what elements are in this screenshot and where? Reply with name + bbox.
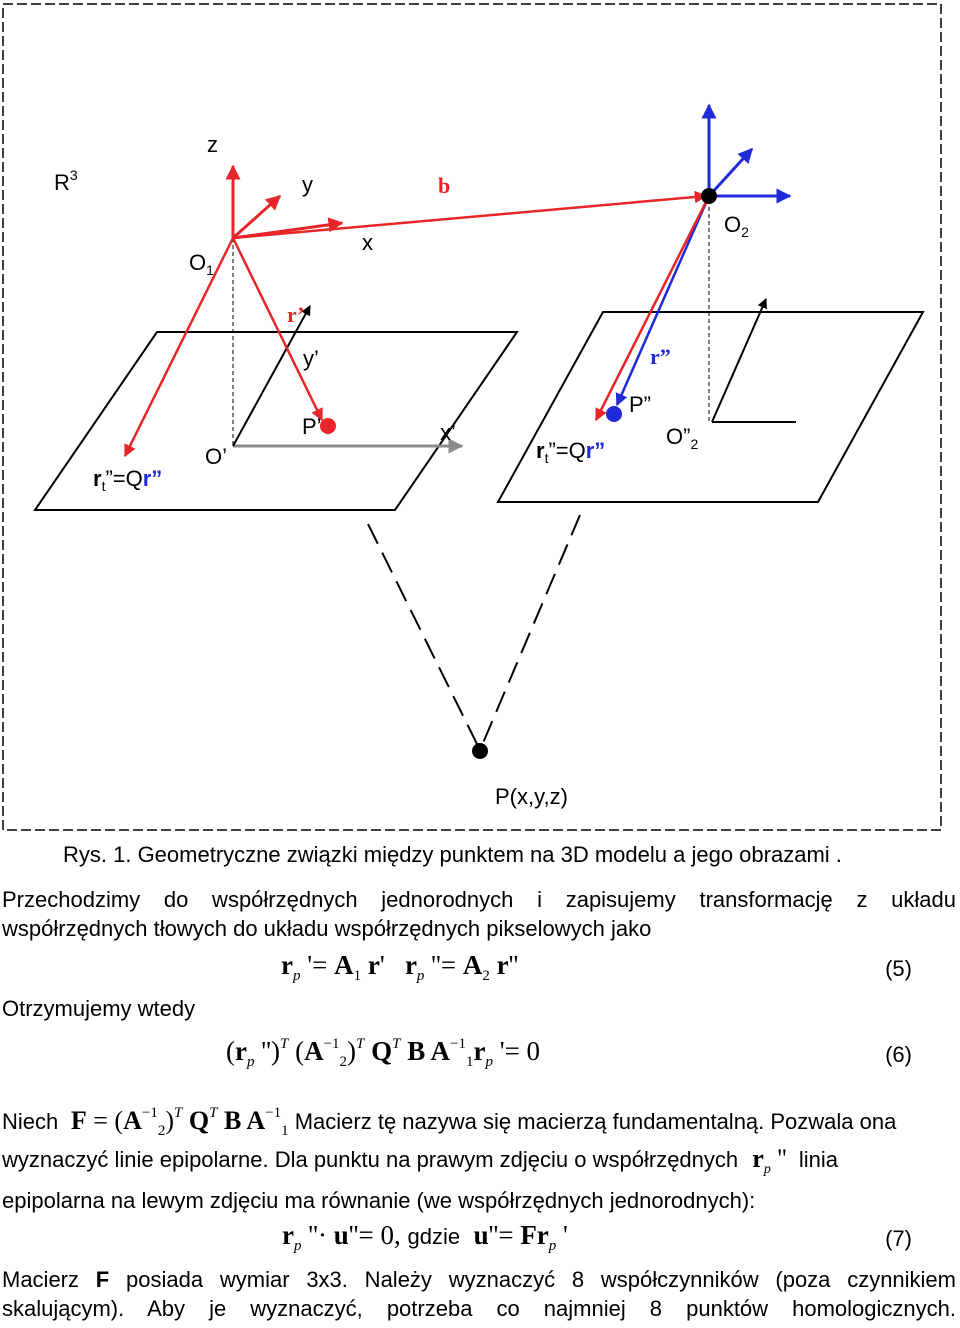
right-ray-to-P — [479, 514, 581, 751]
paragraph-1-line-2: współrzędnych tłowych do układu współrzę… — [2, 916, 652, 941]
baseline-b — [232, 190, 708, 240]
equation-5-number: (5) — [885, 956, 912, 981]
z-label: z — [207, 132, 218, 157]
left-image-plane — [33, 331, 519, 511]
r-prime-label: r’ — [287, 302, 305, 327]
equation-7-number: (7) — [885, 1226, 912, 1251]
b-label: b — [438, 173, 450, 198]
O2-diag-axis — [707, 147, 754, 198]
R3-label: R3 — [54, 167, 78, 195]
x-prime-label: x’ — [440, 420, 456, 445]
r-prime-vector — [231, 237, 324, 422]
r-dprime-vector — [615, 195, 711, 407]
equation-6-number: (6) — [885, 1042, 912, 1067]
paragraph-1-line-1: Przechodzimy do współrzędnych jednorodny… — [2, 887, 956, 912]
otrzymujemy-text: Otrzymujemy wtedy — [2, 996, 196, 1021]
rt-left-label: rt”=Qr” — [93, 466, 162, 494]
equation-5: rp '= A1 r' rp ''= A2 r'' — [281, 950, 519, 984]
r-dprime-label: r” — [650, 344, 671, 369]
y-axis — [232, 194, 282, 240]
paragraph-2-line-1: wyznaczyć linie epipolarne. Dla punktu n… — [2, 1144, 838, 1178]
equation-6: (rp '')T (A−12)T QT B A−11rp '= 0 — [226, 1036, 541, 1070]
P-prime-point — [320, 418, 336, 434]
right-image-y-axis — [711, 298, 767, 423]
O-dprime-label: O”2 — [666, 424, 698, 452]
y-label: y — [302, 172, 313, 197]
y-prime-axis — [232, 305, 311, 447]
P-dprime-label: P” — [629, 392, 651, 417]
figure-caption: Rys. 1. Geometryczne związki między punk… — [63, 842, 842, 867]
O2-label: O2 — [724, 212, 749, 240]
rt-left-vector — [123, 237, 235, 458]
O1-label: O1 — [189, 250, 214, 278]
paragraph-3-line-1: Macierz F posiada wymiar 3x3. Należy wyz… — [2, 1267, 956, 1292]
y-prime-label: y’ — [303, 346, 319, 371]
rt-right-vector — [594, 195, 711, 422]
left-ray-to-P — [367, 523, 481, 751]
P-prime-label: P’ — [302, 414, 322, 439]
rt-right-label: rt”=Qr” — [536, 438, 605, 466]
O-prime-label: O’ — [205, 444, 227, 469]
x-label: x — [362, 230, 373, 255]
P-dprime-point — [606, 406, 622, 422]
world-point-P — [472, 743, 488, 759]
right-image-plane — [496, 311, 925, 503]
epipolar-geometry-diagram: R3 z y b x O1 O2 r’ y’ r” P’ P” O’ x’ O”… — [2, 3, 942, 831]
figure-frame — [2, 3, 942, 831]
paragraph-3-line-2: skalującym). Aby je wyznaczyć, potrzeba … — [2, 1296, 956, 1321]
niech-line: Niech F = (A−12)T QT B A−11 Macierz tę n… — [2, 1105, 897, 1139]
paragraph-2-line-2: epipolarna na lewym zdjęciu ma równanie … — [2, 1188, 756, 1213]
O2-point — [701, 188, 717, 204]
equation-7: rp ''· u''= 0, gdzie u''= Frp ' — [282, 1220, 568, 1254]
world-point-label: P(x,y,z) — [495, 784, 568, 809]
